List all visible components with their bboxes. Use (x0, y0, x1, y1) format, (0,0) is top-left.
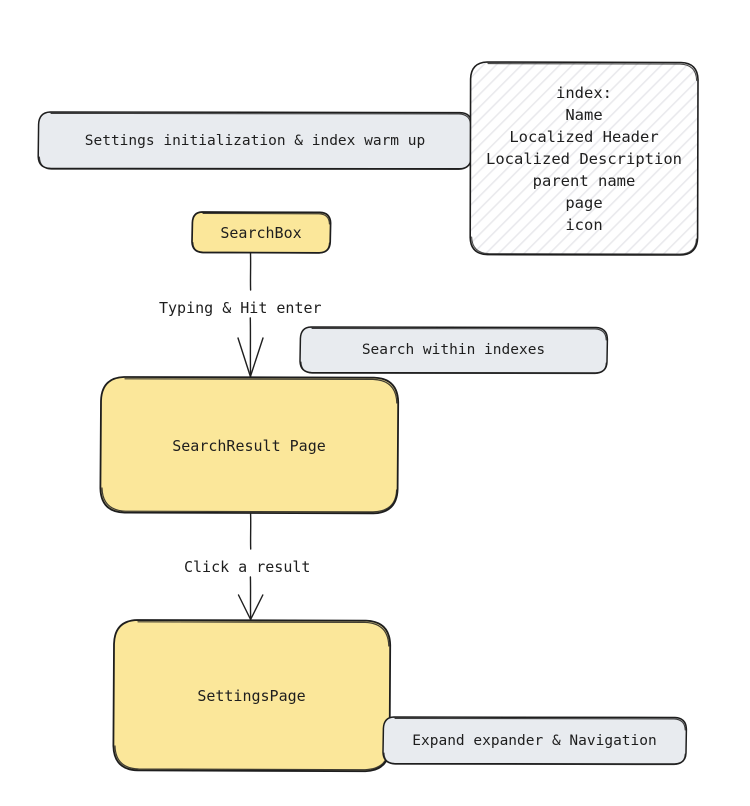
edge-searchresult-to-settingspage (237, 513, 264, 621)
node-searchresult-page[interactable] (100, 377, 398, 514)
index-schema-node[interactable] (470, 62, 698, 255)
edge-searchbox-to-searchresult (237, 252, 264, 378)
node-searchbox[interactable] (192, 212, 330, 253)
annotation-init[interactable] (38, 112, 472, 169)
annotation-search-within[interactable] (300, 327, 607, 373)
node-settingspage-shape[interactable] (112, 619, 392, 773)
index-schema-shape (469, 61, 699, 256)
annotation-search-within-shape (299, 326, 609, 375)
node-searchresult-shape[interactable] (99, 376, 400, 515)
annotation-expand[interactable] (383, 717, 686, 764)
node-searchbox-shape[interactable] (191, 211, 332, 254)
annotation-expand-shape (382, 716, 688, 766)
node-settings-page[interactable] (113, 620, 390, 771)
